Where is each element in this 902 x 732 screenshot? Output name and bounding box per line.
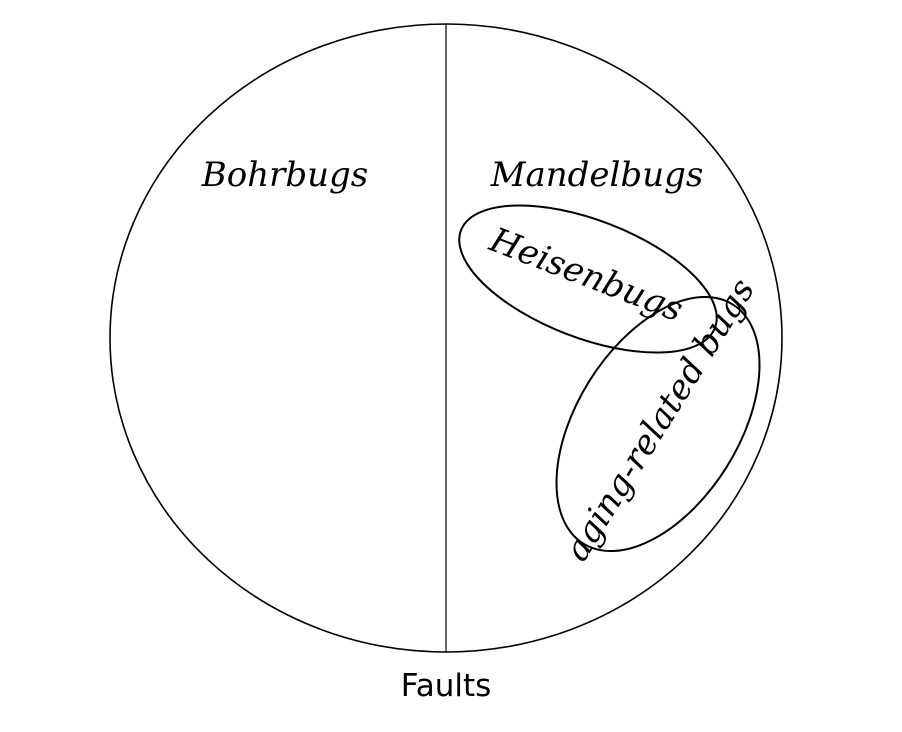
bohrbugs-label: Bohrbugs	[201, 155, 368, 195]
heisenbugs-label: Heisenbugs	[483, 220, 688, 330]
faults-caption: Faults	[401, 668, 492, 704]
heisenbugs-ellipse	[458, 204, 718, 354]
aging-related-bugs-ellipse	[555, 295, 761, 553]
mandelbugs-label: Mandelbugs	[490, 155, 704, 195]
